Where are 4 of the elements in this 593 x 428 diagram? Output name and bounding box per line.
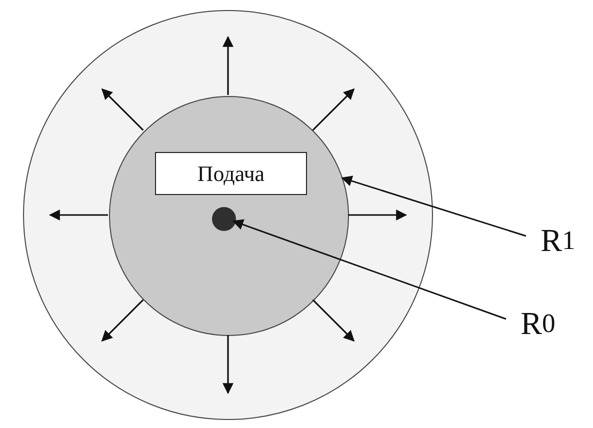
leader-line <box>341 176 526 237</box>
center-dot <box>212 207 236 231</box>
leader-line <box>232 219 506 320</box>
feed-label: Подача <box>155 152 307 195</box>
